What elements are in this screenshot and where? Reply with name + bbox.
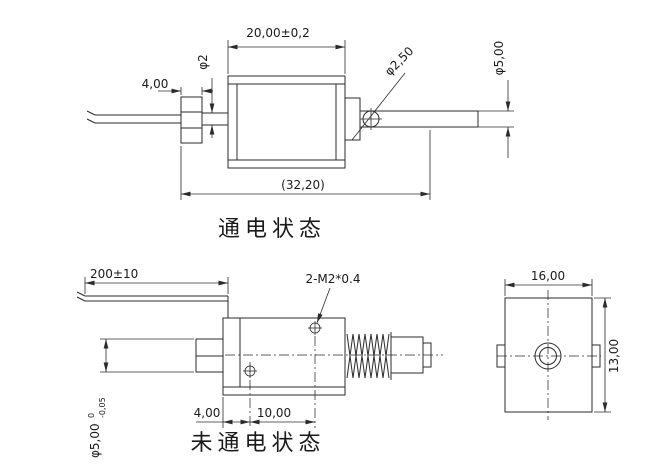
dim-body-width-label: 20,00±0,2 bbox=[246, 26, 310, 40]
dim-hole-spacing-label: 10,00 bbox=[257, 406, 291, 420]
solenoid-body-side bbox=[222, 317, 346, 396]
dim-body-width bbox=[227, 40, 346, 74]
dim-terminal-width-label: 4,00 bbox=[142, 77, 169, 91]
dim-pin-hole-label-group: φ2,50 bbox=[382, 44, 416, 78]
energized-view: 20,00±0,2 φ2 4,00 φ2,50 bbox=[86, 26, 514, 242]
coil-body bbox=[227, 75, 346, 169]
lead-wires bbox=[86, 110, 181, 124]
energized-title: 通电状态 bbox=[218, 217, 326, 242]
tolerance-lower-label: -0,05 bbox=[98, 397, 107, 418]
plunger-assembly bbox=[344, 97, 479, 141]
plunger-bore bbox=[534, 342, 562, 370]
plunger-head bbox=[390, 336, 432, 374]
dim-hole-positions bbox=[196, 397, 315, 428]
dim-end-height bbox=[594, 297, 611, 413]
dim-pin-hole-label: φ2,50 bbox=[382, 44, 416, 78]
end-view-outline bbox=[496, 297, 601, 413]
dim-plunger-diameter bbox=[478, 80, 514, 158]
end-view-centerlines bbox=[497, 290, 601, 420]
deenergized-title: 未通电状态 bbox=[190, 431, 325, 456]
dim-plunger-diameter-label: φ5,00 bbox=[492, 41, 506, 76]
dim-end-width-label: 16,00 bbox=[531, 269, 565, 283]
dim-mounting-thread-label: 2-M2*0.4 bbox=[305, 272, 360, 286]
centerlines bbox=[225, 336, 443, 428]
dim-edge-to-hole-label: 4,00 bbox=[194, 406, 221, 420]
dim-end-width bbox=[504, 279, 593, 296]
return-spring bbox=[346, 332, 392, 380]
front-bracket bbox=[195, 338, 224, 373]
dim-plunger-diameter-tol bbox=[100, 338, 194, 373]
dim-lead-length bbox=[84, 277, 229, 294]
leader-pin-hole bbox=[351, 72, 406, 141]
terminal-bracket bbox=[180, 96, 203, 144]
dim-lead-length-label: 200±10 bbox=[90, 267, 138, 281]
dim-overall-length-label: (32,20) bbox=[281, 178, 325, 192]
dim-end-height-label: 13,00 bbox=[607, 339, 621, 373]
lead-wire bbox=[76, 291, 229, 318]
dim-plunger-diameter-label-group: φ5,00 bbox=[492, 41, 506, 76]
dim-plunger-diameter-tol-label-group: φ5,00 0 -0,05 bbox=[87, 397, 107, 458]
dim-overall-length bbox=[180, 130, 431, 200]
deenergized-view: 200±10 bbox=[76, 267, 443, 458]
dim-plunger-diameter-tol-label: φ5,00 bbox=[88, 423, 102, 458]
leader-mounting-thread bbox=[316, 287, 331, 324]
dim-terminal-width bbox=[158, 87, 213, 95]
end-view: 16,00 13,00 bbox=[496, 269, 621, 420]
dim-shaft-diameter-label-group: φ2 bbox=[196, 54, 210, 70]
dim-shaft-diameter-label: φ2 bbox=[196, 54, 210, 70]
tolerance-upper-label: 0 bbox=[87, 413, 96, 418]
mounting-hole-top bbox=[308, 321, 322, 335]
dim-end-height-label-group: 13,00 bbox=[607, 339, 621, 373]
rear-shaft bbox=[202, 112, 228, 126]
